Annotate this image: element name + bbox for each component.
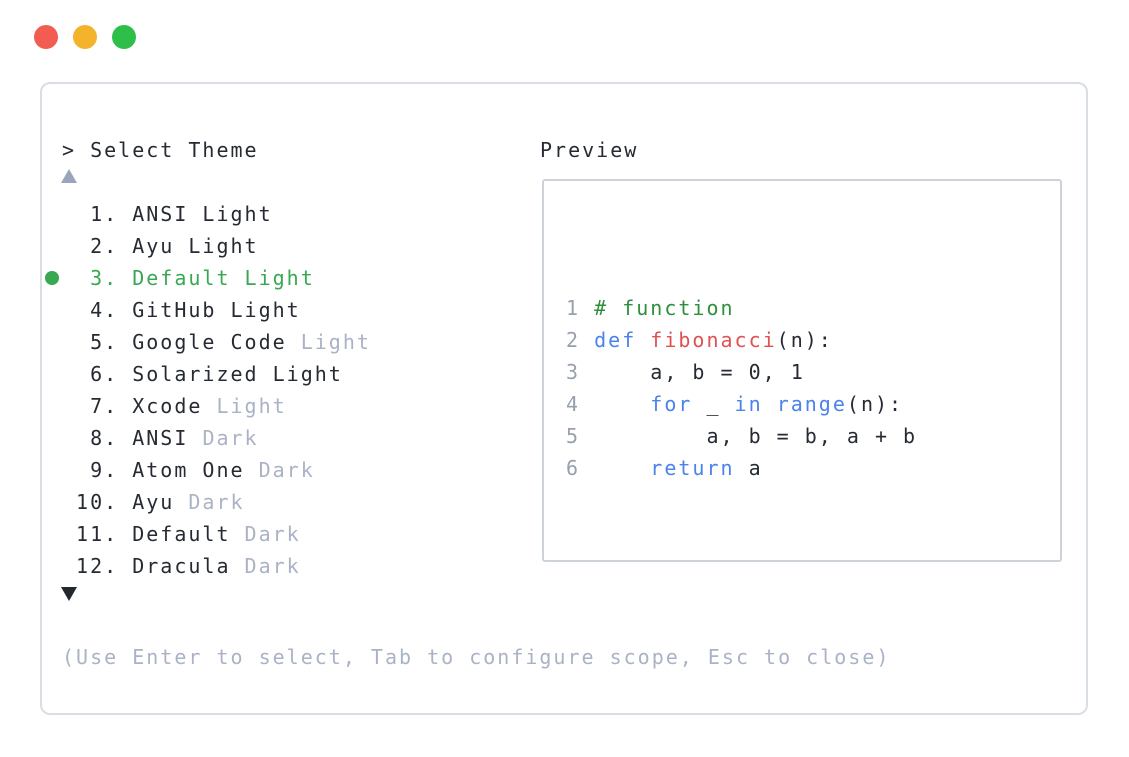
theme-item-number: 5.	[62, 330, 133, 354]
theme-picker-dialog: > Select Theme 1. ANSI Light 2. Ayu Ligh…	[40, 82, 1088, 715]
theme-item-label: Dark	[188, 490, 245, 514]
theme-item-label: Ayu Light	[132, 234, 259, 258]
theme-list: 1. ANSI Light 2. Ayu Light 3. Default Li…	[45, 198, 371, 582]
theme-list-item[interactable]: 5. Google Code Light	[62, 326, 371, 358]
theme-list-item[interactable]: 9. Atom One Dark	[62, 454, 371, 486]
scroll-down-icon[interactable]	[61, 587, 77, 601]
theme-item-label: Light	[216, 394, 287, 418]
theme-item-label: Atom One	[132, 458, 259, 482]
theme-item-label: Default	[132, 522, 245, 546]
theme-list-item[interactable]: 8. ANSI Dark	[62, 422, 371, 454]
theme-item-number: 1.	[62, 202, 133, 226]
blank-line	[552, 548, 1060, 560]
code-line: 4 for _ in range(n):	[552, 388, 1060, 420]
theme-list-item[interactable]: 7. Xcode Light	[62, 390, 371, 422]
theme-item-label: ANSI	[132, 426, 203, 450]
code-token: in	[734, 392, 763, 416]
theme-item-label: Default Light	[132, 266, 315, 290]
theme-item-number: 12.	[62, 554, 133, 578]
theme-item-number: 8.	[62, 426, 133, 450]
theme-list-item[interactable]: 10. Ayu Dark	[62, 486, 371, 518]
theme-item-number: 3.	[62, 266, 133, 290]
theme-item-label: Dark	[258, 458, 315, 482]
close-button-icon[interactable]	[34, 25, 58, 49]
theme-item-label: Dark	[244, 554, 301, 578]
code-lines: 1 # function 2 def fibonacci(n): 3 a, b …	[552, 292, 1060, 484]
code-token	[636, 328, 650, 352]
preview-pane: 1 # function 2 def fibonacci(n): 3 a, b …	[542, 179, 1062, 562]
code-line: 6 return a	[552, 452, 1060, 484]
line-number: 6	[552, 456, 595, 480]
code-token: fibonacci	[650, 328, 777, 352]
theme-item-label: Dracula	[132, 554, 245, 578]
theme-item-number: 6.	[62, 362, 133, 386]
theme-list-item[interactable]: 4. GitHub Light	[62, 294, 371, 326]
maximize-button-icon[interactable]	[112, 25, 136, 49]
code-token: a, b = 0, 1	[594, 360, 805, 384]
selected-indicator-dot	[45, 271, 59, 285]
theme-item-number: 11.	[62, 522, 133, 546]
preview-title: Preview	[540, 138, 639, 162]
theme-item-label: GitHub Light	[132, 298, 301, 322]
code-token: a	[734, 456, 763, 480]
code-token: def	[594, 328, 637, 352]
code-token: # function	[594, 296, 735, 320]
theme-list-item[interactable]: 3. Default Light	[45, 262, 371, 294]
theme-list-item[interactable]: 6. Solarized Light	[62, 358, 371, 390]
code-token	[594, 392, 650, 416]
theme-item-label: ANSI Light	[132, 202, 273, 226]
theme-item-label: Light	[300, 330, 371, 354]
code-token: _	[692, 392, 735, 416]
theme-item-number: 10.	[62, 490, 133, 514]
code-token: for	[650, 392, 693, 416]
line-number: 3	[552, 360, 595, 384]
line-number: 2	[552, 328, 595, 352]
minimize-button-icon[interactable]	[73, 25, 97, 49]
select-theme-prompt: > Select Theme	[62, 138, 259, 162]
theme-item-label: Google Code	[132, 330, 301, 354]
line-number: 5	[552, 424, 595, 448]
code-token	[594, 456, 650, 480]
theme-item-label: Dark	[244, 522, 301, 546]
theme-list-item[interactable]: 2. Ayu Light	[62, 230, 371, 262]
line-number: 1	[552, 296, 595, 320]
code-token: (n):	[776, 328, 833, 352]
theme-item-number: 9.	[62, 458, 133, 482]
code-token: (n):	[846, 392, 904, 416]
code-line: 5 a, b = b, a + b	[552, 420, 1060, 452]
theme-list-item[interactable]: 12. Dracula Dark	[62, 550, 371, 582]
code-line: 1 # function	[552, 292, 1060, 324]
code-token: range	[776, 392, 847, 416]
theme-item-label: Ayu	[132, 490, 189, 514]
code-line: 3 a, b = 0, 1	[552, 356, 1060, 388]
keyboard-hint: (Use Enter to select, Tab to configure s…	[62, 645, 891, 669]
scroll-up-icon[interactable]	[61, 169, 77, 183]
theme-list-item[interactable]: 1. ANSI Light	[62, 198, 371, 230]
theme-list-item[interactable]: 11. Default Dark	[62, 518, 371, 550]
theme-item-label: Solarized Light	[132, 362, 343, 386]
theme-item-label: Xcode	[132, 394, 217, 418]
theme-item-label: Dark	[202, 426, 259, 450]
window-controls	[34, 25, 136, 49]
code-token: return	[650, 456, 735, 480]
theme-item-number: 7.	[62, 394, 133, 418]
code-token: a, b = b, a + b	[594, 424, 918, 448]
code-line: 2 def fibonacci(n):	[552, 324, 1060, 356]
theme-item-number: 2.	[62, 234, 133, 258]
theme-item-number: 4.	[62, 298, 133, 322]
line-number: 4	[552, 392, 595, 416]
code-token	[763, 392, 777, 416]
